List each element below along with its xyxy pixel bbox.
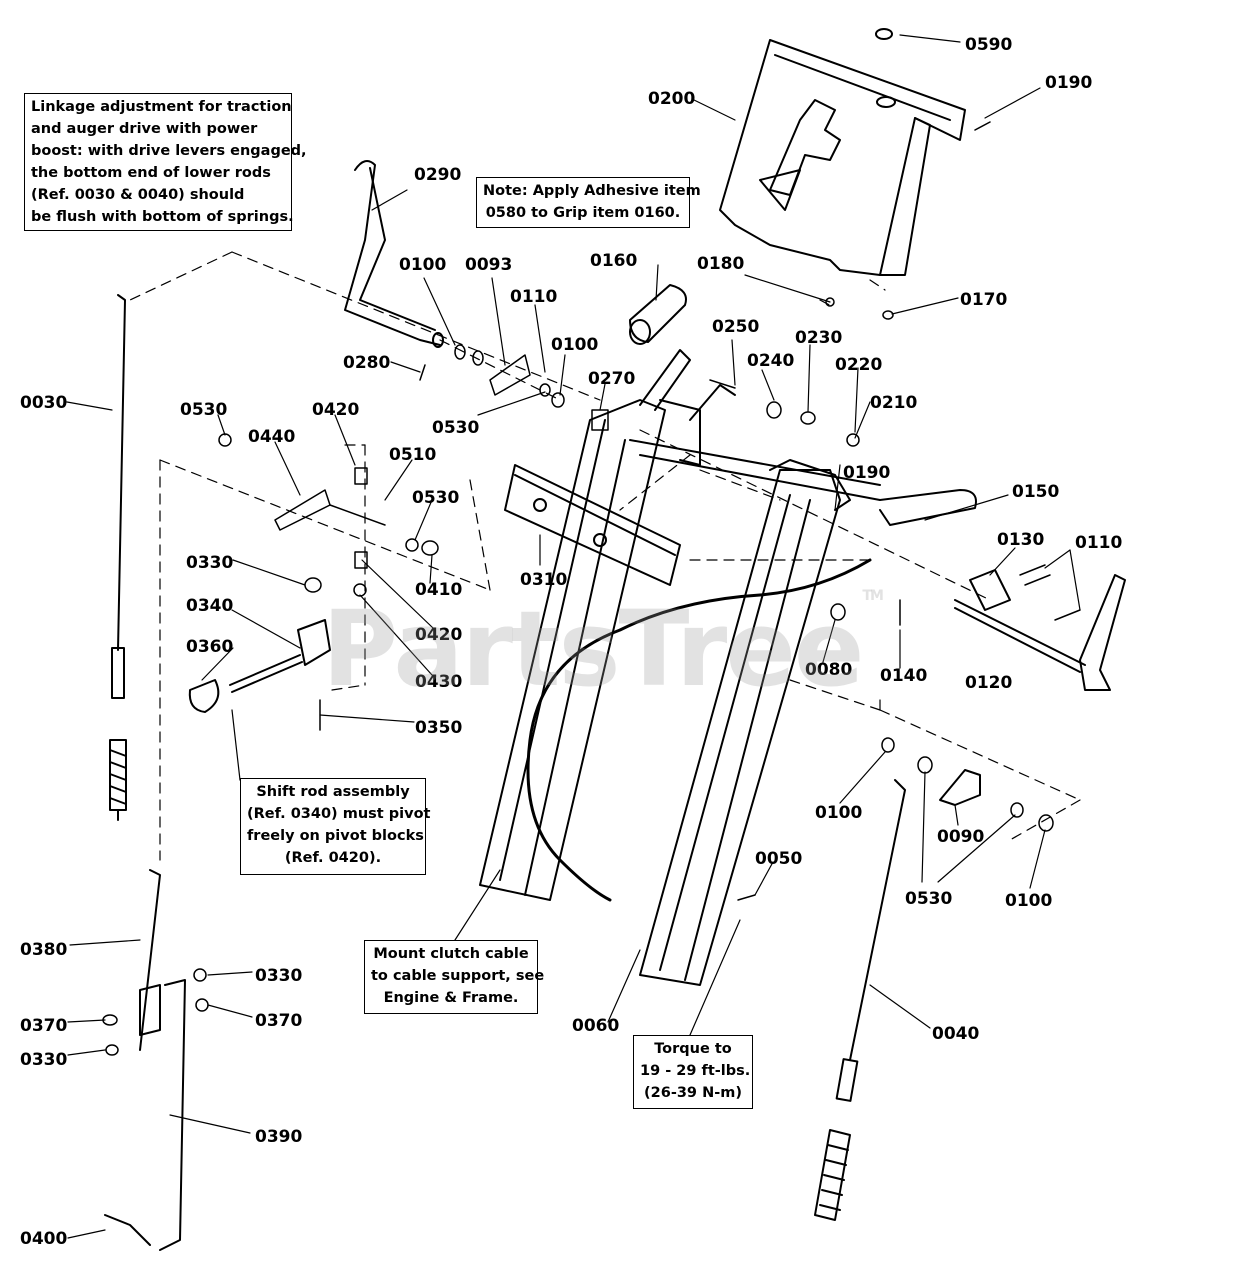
lower-linkage	[104, 869, 186, 1251]
label-0030: 0030	[20, 393, 67, 413]
note-line: Mount clutch cable	[373, 946, 529, 962]
label-0290: 0290	[414, 165, 461, 185]
small-parts	[102, 121, 1081, 1056]
label-0100d: 0100	[1005, 891, 1052, 911]
note-line: Linkage adjustment for traction	[31, 99, 292, 115]
label-0400: 0400	[20, 1229, 67, 1249]
label-0150: 0150	[1012, 482, 1059, 502]
note-line: (Ref. 0340) must pivot	[247, 806, 431, 822]
note-line: boost: with drive levers engaged,	[31, 143, 307, 159]
label-0060: 0060	[572, 1016, 619, 1036]
shift-rod-0340	[188, 619, 331, 713]
label-0430: 0430	[415, 672, 462, 692]
label-0310: 0310	[520, 570, 567, 590]
label-0410: 0410	[415, 580, 462, 600]
label-0120: 0120	[965, 673, 1012, 693]
label-0380: 0380	[20, 940, 67, 960]
label-0093: 0093	[465, 255, 512, 275]
note-line: (26-39 N-m)	[644, 1085, 742, 1101]
label-0530b: 0530	[432, 418, 479, 438]
label-0160: 0160	[590, 251, 637, 271]
watermark-tm: TM	[862, 588, 884, 604]
clutch-cable	[526, 558, 872, 902]
note-line: Engine & Frame.	[383, 990, 519, 1006]
label-0050: 0050	[755, 849, 802, 869]
label-0370: 0370	[20, 1016, 67, 1036]
note-line: Note: Apply Adhesive item	[483, 183, 701, 199]
label-0100: 0100	[399, 255, 446, 275]
upper-handle-0290	[344, 160, 444, 348]
label-0100c: 0100	[815, 803, 862, 823]
label-0440: 0440	[248, 427, 295, 447]
handle-frame-0060	[479, 349, 977, 986]
label-0110: 0110	[510, 287, 557, 307]
label-0420: 0420	[312, 400, 359, 420]
grip-0160	[629, 284, 687, 345]
note-clutch-cable: Mount clutch cable to cable support, see…	[364, 940, 545, 1014]
label-0590: 0590	[965, 35, 1012, 55]
label-0110b: 0110	[1075, 533, 1122, 553]
label-0190b: 0190	[843, 463, 890, 483]
label-0080: 0080	[805, 660, 852, 680]
label-0530: 0530	[180, 400, 227, 420]
note-line: be flush with bottom of springs.	[31, 209, 294, 225]
label-0510: 0510	[389, 445, 436, 465]
label-0180: 0180	[697, 254, 744, 274]
leader-lines	[66, 34, 1081, 1239]
label-0420b: 0420	[415, 625, 462, 645]
note-line: 19 - 29 ft-lbs.	[640, 1063, 751, 1079]
note-linkage-adjustment: Linkage adjustment for traction and auge…	[24, 93, 307, 231]
label-0530c: 0530	[412, 488, 459, 508]
note-line: (Ref. 0420).	[284, 850, 382, 866]
note-line: Torque to	[654, 1041, 732, 1057]
note-line: to cable support, see	[371, 968, 545, 984]
watermark: PartsTreeTM	[322, 588, 884, 710]
label-0370b: 0370	[255, 1011, 302, 1031]
label-0190: 0190	[1045, 73, 1092, 93]
label-0130: 0130	[997, 530, 1044, 550]
label-0240: 0240	[747, 351, 794, 371]
note-line: the bottom end of lower rods	[31, 165, 271, 181]
label-0040: 0040	[932, 1024, 979, 1044]
note-shift-rod: Shift rod assembly (Ref. 0340) must pivo…	[240, 778, 431, 875]
label-0280: 0280	[343, 353, 390, 373]
label-0360: 0360	[186, 637, 233, 657]
label-0230: 0230	[795, 328, 842, 348]
label-0340: 0340	[186, 596, 233, 616]
label-0100b: 0100	[551, 335, 598, 355]
rod-0040	[814, 779, 906, 1221]
label-0530d: 0530	[905, 889, 952, 909]
label-0170: 0170	[960, 290, 1007, 310]
label-0390: 0390	[255, 1127, 302, 1147]
lever-0120	[954, 569, 1126, 691]
note-line: freely on pivot blocks	[247, 828, 424, 844]
bracket-0090	[939, 769, 981, 806]
note-adhesive: Note: Apply Adhesive item 0580 to Grip i…	[476, 177, 701, 228]
label-0270: 0270	[588, 369, 635, 389]
note-torque: Torque to 19 - 29 ft-lbs. (26-39 N-m)	[633, 1035, 753, 1109]
label-0250: 0250	[712, 317, 759, 337]
label-0330b: 0330	[255, 966, 302, 986]
assembly-dash-lines	[129, 251, 1081, 861]
bracket-0310	[504, 464, 681, 586]
note-line: Shift rod assembly	[256, 784, 410, 800]
label-0330: 0330	[186, 553, 233, 573]
part-labels: 0590 0190 0200 0290 0100 0093 0110 0160 …	[20, 35, 1122, 1249]
label-0140: 0140	[880, 666, 927, 686]
label-0220: 0220	[835, 355, 882, 375]
note-line: and auger drive with power	[31, 121, 258, 137]
label-0330c: 0330	[20, 1050, 67, 1070]
control-panel-0200	[719, 28, 966, 276]
label-0350: 0350	[415, 718, 462, 738]
label-0090: 0090	[937, 827, 984, 847]
label-0210: 0210	[870, 393, 917, 413]
note-line: (Ref. 0030 & 0040) should	[31, 187, 245, 203]
watermark-text: PartsTree	[322, 588, 864, 710]
note-line: 0580 to Grip item 0160.	[485, 205, 681, 221]
label-0200: 0200	[648, 89, 695, 109]
rod-0030	[109, 294, 127, 821]
